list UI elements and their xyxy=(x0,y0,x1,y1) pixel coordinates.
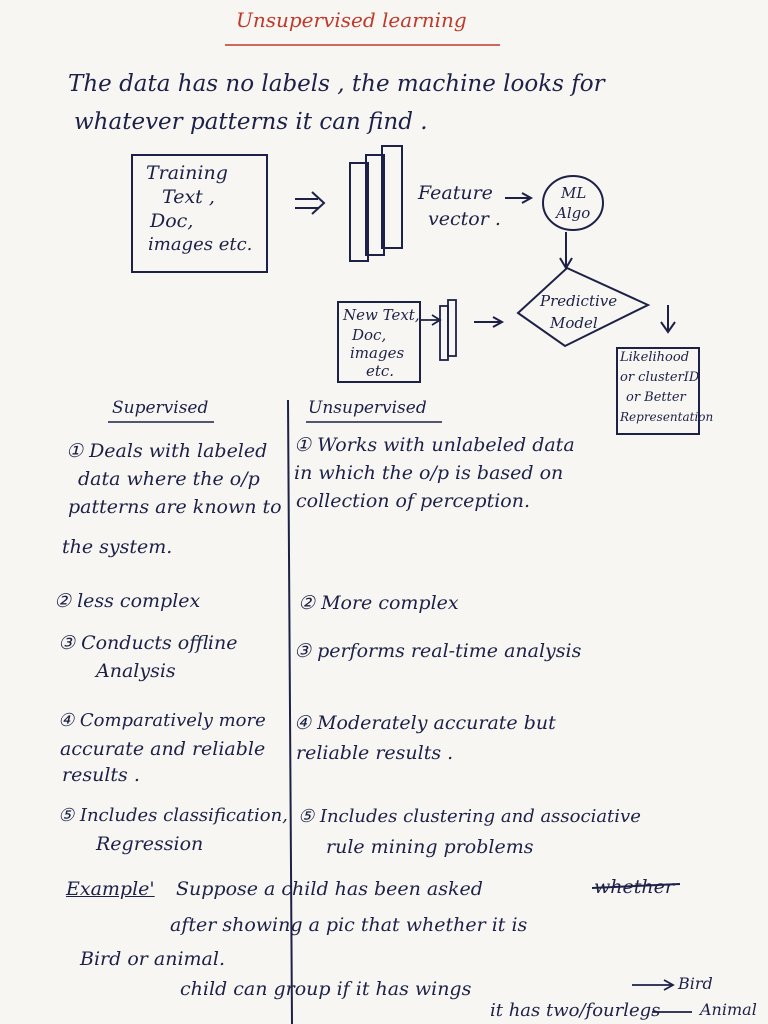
predictive-label: Predictive xyxy=(540,292,618,310)
new-etc-label: etc. xyxy=(366,362,395,380)
unsupervised-heading: Unsupervised xyxy=(308,398,427,418)
supervised-item-4-line-3: results . xyxy=(62,764,140,786)
supervised-item-5-line-2: Regression xyxy=(96,833,204,855)
supervised-heading: Supervised xyxy=(112,398,209,418)
example-line-3: Bird or animal. xyxy=(80,948,225,970)
example-line-1: Suppose a child has been asked xyxy=(176,878,483,900)
output-representation: Representation xyxy=(620,410,714,424)
supervised-item-4-line-1: ④ Comparatively more xyxy=(58,710,266,731)
supervised-item-3-line-1: ③ Conducts offline xyxy=(58,632,238,654)
supervised-item-1-line-2: data where the o/p xyxy=(78,468,260,490)
supervised-item-3-line-2: Analysis xyxy=(96,660,176,682)
supervised-item-4-line-2: accurate and reliable xyxy=(60,738,266,760)
ml-label: ML xyxy=(561,184,587,202)
algo-label: Algo xyxy=(556,204,591,222)
supervised-item-2: ② less complex xyxy=(54,590,201,612)
new-doc-label: Doc, xyxy=(352,326,387,344)
unsupervised-item-5-line-1: ⑤ Includes clustering and associative xyxy=(298,806,641,827)
example-line-2: after showing a pic that whether it is xyxy=(170,914,528,936)
output-cluster: or clusterID xyxy=(620,370,700,385)
intro-line-2: whatever patterns it can find . xyxy=(74,109,428,135)
example-line-5: it has two/fourlegs xyxy=(490,1000,661,1021)
training-label: Training xyxy=(146,162,228,184)
example-label: Example' xyxy=(66,878,155,900)
unsupervised-item-5-line-2: rule mining problems xyxy=(326,836,534,858)
training-images: images etc. xyxy=(148,234,253,255)
feature-label: Feature xyxy=(418,182,493,204)
example-line-4: child can group if it has wings xyxy=(180,978,472,1000)
example-struck-word: whether xyxy=(594,876,674,898)
intro-line-1: The data has no labels , the machine loo… xyxy=(68,71,605,97)
supervised-item-5-line-1: ⑤ Includes classification, xyxy=(58,805,288,826)
unsupervised-item-3: ③ performs real-time analysis xyxy=(294,640,582,662)
unsupervised-item-1-line-1: ① Works with unlabeled data xyxy=(294,434,575,456)
page-title: Unsupervised learning xyxy=(236,8,467,32)
supervised-item-1-line-4: the system. xyxy=(62,536,173,558)
example-line-4-end: Bird xyxy=(678,974,713,993)
supervised-item-1-line-1: ① Deals with labeled xyxy=(66,440,268,462)
output-likelihood: Likelihood xyxy=(620,350,690,365)
training-doc: Doc, xyxy=(150,210,194,232)
output-better: or Better xyxy=(626,390,686,405)
supervised-item-1-line-3: patterns are known to xyxy=(68,496,282,518)
vector-label: vector . xyxy=(428,208,501,230)
unsupervised-item-1-line-2: in which the o/p is based on xyxy=(294,462,564,484)
new-text-label: New Text, xyxy=(343,306,420,324)
new-images-label: images xyxy=(350,344,405,362)
training-text: Text , xyxy=(162,186,215,208)
unsupervised-item-2: ② More complex xyxy=(298,592,459,614)
unsupervised-item-4-line-2: reliable results . xyxy=(296,742,454,764)
example-line-5-end: Animal xyxy=(700,1000,757,1019)
model-label: Model xyxy=(550,314,598,332)
unsupervised-item-1-line-3: collection of perception. xyxy=(296,490,531,512)
unsupervised-item-4-line-1: ④ Moderately accurate but xyxy=(294,712,556,734)
